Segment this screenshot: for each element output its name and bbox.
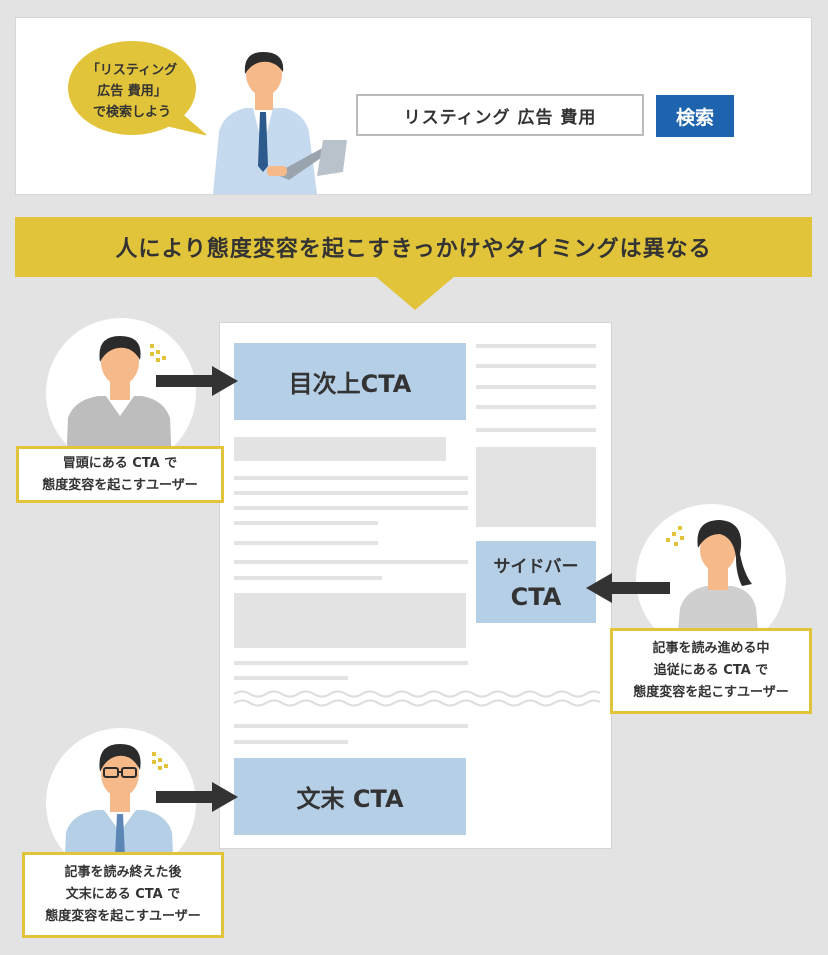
label-line: 記事を読み終えた後 [64, 865, 182, 880]
arrow-right-icon [156, 366, 238, 396]
speech-bubble [68, 41, 206, 136]
text-line-placeholder [234, 491, 468, 495]
sidebar-line-placeholder [476, 364, 596, 368]
cta-top-of-toc[interactable]: 目次上CTA [234, 343, 466, 420]
speech-line: 「リスティング [86, 63, 178, 78]
label-line: 追従にある CTA で [653, 663, 769, 678]
sidebar-line-placeholder [476, 385, 596, 389]
arrow-right-icon [156, 782, 238, 812]
label-line: 文末にある CTA で [65, 887, 181, 902]
cta-end-of-article[interactable]: 文末 CTA [234, 758, 466, 835]
arrow-left-icon [586, 573, 670, 603]
text-line-placeholder [234, 661, 468, 665]
reader-label-bottom: 記事を読み終えた後 文末にある CTA で 態度変容を起こすユーザー [22, 852, 224, 938]
speech-bubble-text: 「リスティング 広告 費用」 で検索しよう [72, 60, 192, 123]
man-with-laptop-illustration [213, 52, 347, 194]
sidebar-image-placeholder [476, 447, 596, 527]
label-line: 冒頭にある CTA で [62, 455, 178, 471]
headline-banner: 人により態度変容を起こすきっかけやタイミングは異なる [15, 217, 812, 277]
search-button[interactable]: 検索 [656, 95, 734, 137]
sidebar-line-placeholder [476, 344, 596, 348]
label-line: 態度変容を起こすユーザー [42, 477, 198, 493]
image-placeholder [234, 593, 466, 648]
text-line-placeholder [234, 676, 348, 680]
sidebar-line-placeholder [476, 405, 596, 409]
text-line-placeholder [234, 724, 468, 728]
cta-sidebar[interactable]: サイドバー CTA [476, 541, 596, 623]
reader-label-top: 冒頭にある CTA で 態度変容を起こすユーザー [16, 446, 224, 503]
reader-label-side: 記事を読み進める中 追従にある CTA で 態度変容を起こすユーザー [610, 628, 812, 714]
text-line-placeholder [234, 521, 378, 525]
content-break-wave [234, 690, 600, 707]
text-line-placeholder [234, 576, 382, 580]
text-line-placeholder [234, 476, 468, 480]
banner-pointer [375, 276, 455, 310]
text-line-placeholder [234, 541, 378, 545]
speech-line: で検索しよう [92, 105, 171, 120]
text-line-placeholder [234, 560, 468, 564]
cta-sidebar-line2: CTA [510, 583, 562, 611]
heading-placeholder [234, 437, 446, 461]
label-line: 態度変容を起こすユーザー [45, 909, 201, 924]
text-line-placeholder [234, 740, 348, 744]
text-line-placeholder [234, 506, 468, 510]
sidebar-line-placeholder [476, 428, 596, 432]
speech-line: 広告 費用」 [97, 84, 167, 99]
label-line: 記事を読み進める中 [652, 641, 770, 656]
cta-sidebar-line1: サイドバー [493, 557, 579, 577]
label-line: 態度変容を起こすユーザー [633, 685, 789, 700]
search-input[interactable]: リスティング 広告 費用 [356, 94, 644, 136]
